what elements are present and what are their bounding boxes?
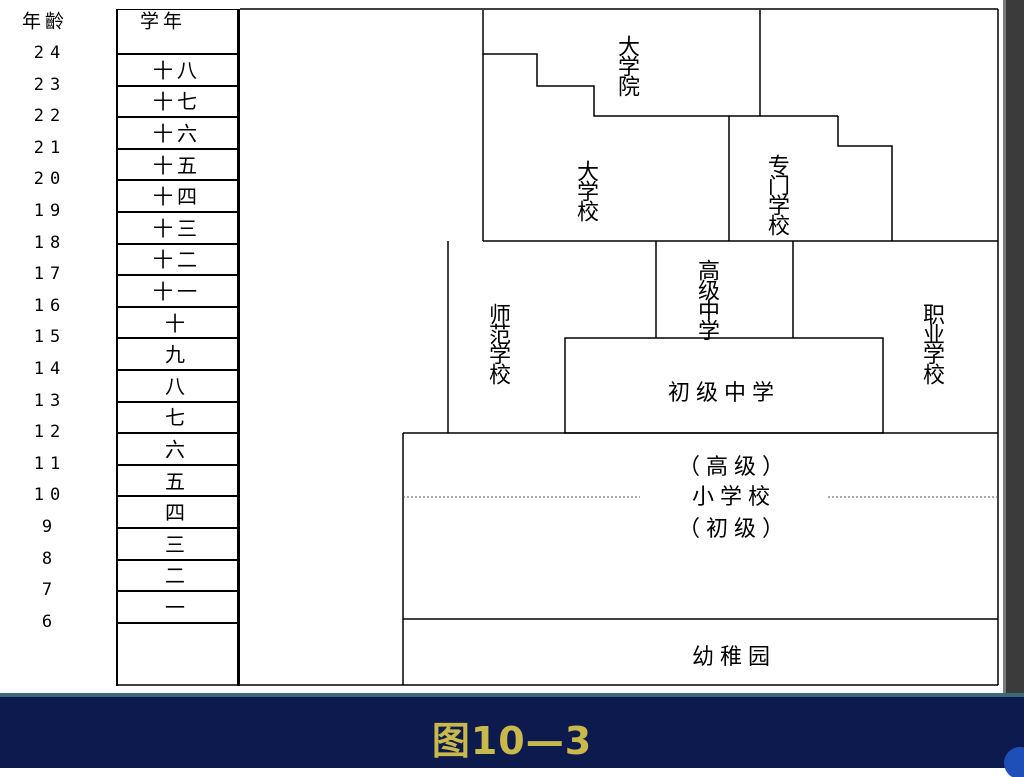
age-label: 10 [33,485,67,505]
age-label: 16 [33,296,67,316]
age-label: 15 [33,327,67,347]
senior-high-label: 高级中学 [694,258,719,339]
junior-high-label: 初级中学 [667,381,780,406]
grade-label: 二 [165,563,189,588]
elementary-upper-label: （高级） [677,455,790,480]
grade-row-divider [116,53,240,55]
grade-row-divider [116,179,240,181]
grade-table-top-border [116,9,240,10]
grade-row-divider [116,432,240,434]
grade-row-divider [116,337,240,339]
grade-row-divider [116,559,240,561]
grade-table-right-border [237,9,240,686]
grade-row-divider [116,369,240,371]
age-label: 24 [33,43,67,63]
age-label: 14 [33,359,67,379]
grade-row-divider [116,464,240,466]
grade-label: 七 [165,405,189,430]
figure-caption: 图10—3 [431,719,593,763]
grade-row-divider [116,85,240,87]
right-frame-border [1003,0,1024,695]
grade-table-left-border [116,9,118,686]
age-label: 8 [41,549,59,569]
vocational-school-label: 职业学校 [919,303,944,383]
school-boxes [117,8,999,686]
age-label: 13 [33,391,67,411]
university-label: 大学校 [573,160,598,220]
age-label: 19 [33,201,67,221]
age-label: 12 [33,422,67,442]
graduate-school-outline [482,10,761,117]
special-school-step [837,116,893,241]
elementary-lower-label: （初级） [677,517,790,542]
grade-label: 四 [165,500,189,525]
grade-row-divider [116,211,240,213]
grade-label: 六 [165,437,189,462]
age-label: 7 [41,580,59,600]
special-school-label: 专门学校 [764,153,789,234]
age-label: 20 [33,169,67,189]
grade-row-divider [116,243,240,245]
grade-label: 十 [165,311,189,336]
age-label: 23 [33,75,67,95]
grade-header: 学年 [140,10,187,33]
grade-row-divider [116,148,240,150]
grade-label: 九 [165,342,189,367]
grade-label: 十六 [153,121,201,146]
grade-label: 十三 [153,216,201,241]
grade-label: 十二 [153,247,201,272]
age-label: 9 [41,517,59,537]
grade-label: 一 [165,595,189,620]
grade-row-divider [116,527,240,529]
grade-row-divider [116,590,240,592]
age-label: 21 [33,138,67,158]
kindergarten-label: 幼稚园 [691,645,776,670]
grade-label: 八 [165,374,189,399]
age-label: 6 [41,612,59,632]
bottom-band [0,693,1024,777]
age-label: 17 [33,264,67,284]
grade-label: 三 [165,532,189,557]
grade-row-divider [116,622,240,624]
grade-label: 十四 [153,184,201,209]
graduate-school-label: 大学院 [614,35,639,95]
normal-school-label: 师范学校 [485,303,510,383]
grade-label: 十七 [153,89,201,114]
grade-row-divider [116,116,240,118]
grade-label: 十八 [153,58,201,83]
age-label: 11 [33,454,67,474]
age-header: 年齡 [22,10,69,33]
grade-row-divider [116,306,240,308]
grade-label: 十五 [153,153,201,178]
grade-row-divider [116,495,240,497]
grade-row-divider [116,274,240,276]
elementary-label: 小学校 [691,485,776,510]
grade-row-divider [116,401,240,403]
grade-label: 五 [165,469,189,494]
grade-label: 十一 [153,279,201,304]
age-label: 22 [33,106,67,126]
age-label: 18 [33,233,67,253]
